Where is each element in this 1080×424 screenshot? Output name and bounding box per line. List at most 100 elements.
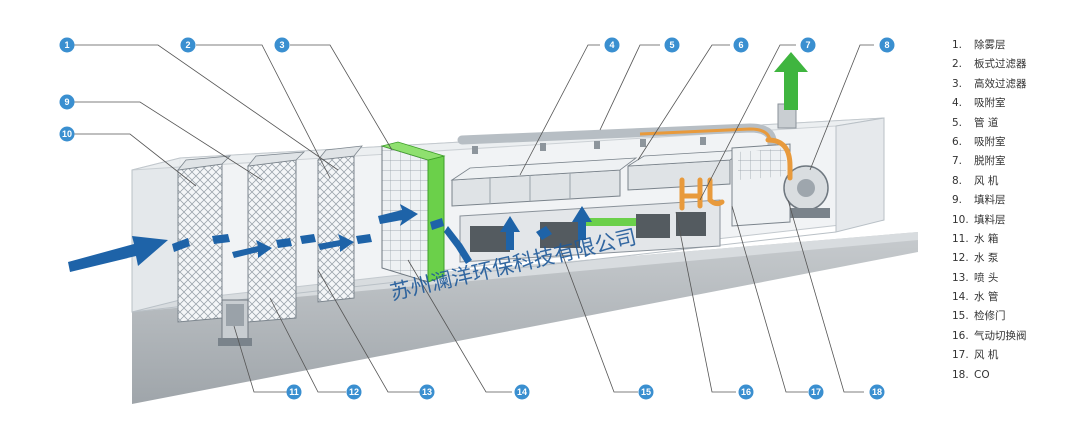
legend-label: 水 管 (974, 291, 999, 304)
legend-label: 脱附室 (974, 155, 1006, 168)
floor-base (132, 232, 918, 404)
legend-label: 高效过滤器 (974, 77, 1027, 90)
legend-item: 7. 脱附室 (952, 152, 1076, 171)
legend-number: 15. (952, 310, 969, 323)
legend-label: 吸附室 (974, 97, 1006, 110)
legend-number: 11. (952, 232, 969, 245)
callout-circle-2 (180, 37, 196, 53)
legend-number: 16. (952, 329, 969, 342)
callout-number-15: 15 (641, 387, 651, 397)
legend-number: 6. (952, 135, 963, 148)
legend-number: 18. (952, 368, 969, 381)
callout-circle-14 (514, 384, 530, 400)
legend-item: 2. 板式过滤器 (952, 55, 1076, 74)
legend-number: 4. (952, 97, 963, 110)
callout-number-6: 6 (738, 40, 743, 50)
callout-circle-5 (664, 37, 680, 53)
legend-label: 管 道 (974, 116, 999, 129)
callout-number-11: 11 (289, 387, 299, 397)
callout-number-16: 16 (741, 387, 751, 397)
legend-label: 检修门 (974, 310, 1006, 323)
legend-number: 8. (952, 174, 963, 187)
legend-label: 水 泵 (974, 252, 999, 265)
legend-item: 3. 高效过滤器 (952, 75, 1076, 94)
callout-circle-7 (800, 37, 816, 53)
legend-item: 9. 填料层 (952, 191, 1076, 210)
legend-item: 8. 风 机 (952, 172, 1076, 191)
legend-item: 1. 除雾层 (952, 36, 1076, 55)
legend-number: 17. (952, 349, 969, 362)
legend-number: 3. (952, 77, 963, 90)
legend-number: 1. (952, 39, 963, 51)
legend-number: 14. (952, 291, 969, 304)
pneumatic-switching-valve (679, 177, 725, 211)
legend-number: 13. (952, 271, 969, 284)
legend-label: 填料层 (974, 194, 1006, 207)
callout-leaders (74, 44, 874, 393)
legend-item: 10. 填料层 (952, 211, 1076, 230)
callout-circle-18 (869, 384, 885, 400)
legend-label: CO (974, 368, 990, 381)
callout-circle-3 (274, 37, 290, 53)
legend-label: 气动切换阀 (974, 329, 1027, 342)
airflow-arrows (172, 204, 592, 264)
callout-number-2: 2 (185, 40, 190, 50)
callout-circle-16 (738, 384, 754, 400)
water-pump (218, 299, 252, 346)
legend-item: 12. 水 泵 (952, 249, 1076, 268)
callout-circle-11 (286, 384, 302, 400)
spray-nozzles (472, 137, 706, 154)
callout-circle-1 (59, 37, 75, 53)
callout-circle-9 (59, 94, 75, 110)
legend-item: 11.水 箱 (952, 230, 1076, 249)
exhaust-arrow (774, 52, 808, 110)
housing-right-end (835, 117, 885, 233)
legend-label: 风 机 (974, 349, 999, 362)
inlet-airflow-arrow (68, 236, 168, 272)
legend-item: 16. 气动切换阀 (952, 327, 1076, 346)
legend-label: 填料层 (974, 213, 1006, 226)
legend-label: 除雾层 (974, 39, 1006, 51)
legend-label: 吸附室 (974, 135, 1006, 148)
housing-left-end (131, 157, 181, 313)
legend-number: 2. (952, 58, 963, 71)
legend-number: 9. (952, 194, 963, 207)
callout-circle-8 (879, 37, 895, 53)
callout-number-1: 1 (64, 40, 69, 50)
legend-item: 15. 检修门 (952, 307, 1076, 326)
component-legend: 1. 除雾层 2. 板式过滤器 3. 高效过滤器 4. 吸附室 5. 管 道 6. 吸附室 7. 脱附室 8… (952, 36, 1076, 385)
callout-number-9: 9 (64, 97, 69, 107)
legend-item: 4. 吸附室 (952, 94, 1076, 113)
callout-circle-6 (733, 37, 749, 53)
callout-circle-4 (604, 37, 620, 53)
callout-number-8: 8 (884, 40, 889, 50)
callout-number-7: 7 (805, 40, 810, 50)
callout-number-4: 4 (609, 40, 614, 50)
legend-item: 5. 管 道 (952, 114, 1076, 133)
callout-number-3: 3 (279, 40, 284, 50)
legend-number: 10. (952, 213, 969, 226)
legend-label: 板式过滤器 (974, 58, 1027, 71)
callout-number-13: 13 (422, 387, 432, 397)
legend-label: 风 机 (974, 174, 999, 187)
callout-circle-17 (808, 384, 824, 400)
callout-number-5: 5 (669, 40, 674, 50)
callout-circle-15 (638, 384, 654, 400)
callout-number-17: 17 (811, 387, 821, 397)
legend-item: 13. 喷 头 (952, 269, 1076, 288)
legend-item: 18. CO (952, 366, 1076, 385)
legend-item: 17. 风 机 (952, 346, 1076, 365)
legend-number: 7. (952, 155, 963, 168)
callout-number-18: 18 (872, 387, 882, 397)
callout-circle-13 (419, 384, 435, 400)
callout-number-10: 10 (62, 129, 72, 139)
legend-label: 喷 头 (974, 271, 999, 284)
callout-circle-10 (59, 126, 75, 142)
callout-circle-12 (346, 384, 362, 400)
callout-number-14: 14 (517, 387, 527, 397)
legend-number: 12. (952, 252, 969, 265)
callout-number-12: 12 (349, 387, 359, 397)
legend-number: 5. (952, 116, 963, 129)
